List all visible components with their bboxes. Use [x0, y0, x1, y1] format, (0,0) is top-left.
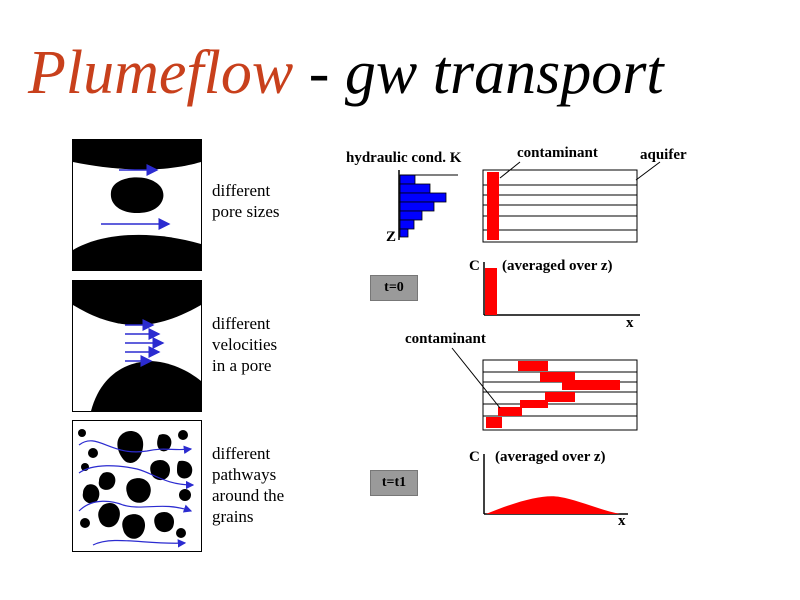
c-axis-label-t0: C — [469, 258, 480, 274]
upper-grain — [73, 281, 201, 325]
pathways-caption: different pathways around the grains — [212, 443, 284, 527]
velocities-illustration — [73, 281, 201, 411]
pore-sizes-caption: different pore sizes — [212, 180, 280, 222]
title-plumeflow: Plumeflow — [28, 39, 294, 107]
pathway-line — [92, 539, 187, 548]
pore-sizes-illustration — [73, 140, 201, 270]
velocities-caption: different velocities in a pore — [212, 313, 277, 376]
c-axis-label-t1: C — [469, 449, 480, 465]
x-axis-label-t0: x — [626, 315, 634, 331]
hydraulic-cond-label: hydraulic cond. K — [346, 150, 462, 166]
grains — [78, 429, 193, 539]
bottom-grain — [73, 234, 201, 270]
caption-line: pathways — [212, 465, 277, 484]
caption-line: pore sizes — [212, 202, 280, 221]
middle-grain — [110, 177, 164, 214]
velocities-panel — [72, 280, 202, 412]
pathways-panel — [72, 420, 202, 552]
title-rest: gw transport — [344, 39, 664, 107]
avg-label-t1: (averaged over z) — [495, 449, 606, 465]
time-box-t1: t=t1 — [370, 470, 418, 496]
aquifer-t1 — [451, 347, 638, 431]
slide-title: Plumeflow - gw transport — [28, 42, 664, 104]
pathway-line — [78, 500, 193, 513]
caption-line: different — [212, 314, 271, 333]
conductivity-profile — [398, 170, 458, 240]
top-grain — [73, 140, 201, 170]
contaminant-label-mid: contaminant — [405, 331, 486, 347]
aquifer-t0 — [482, 161, 661, 243]
caption-line: different — [212, 444, 271, 463]
time-box-t0: t=0 — [370, 275, 418, 301]
caption-line: in a pore — [212, 356, 272, 375]
lower-grain — [91, 361, 201, 411]
pathway-line — [78, 465, 195, 490]
pathways-illustration — [78, 429, 195, 548]
pore-sizes-panel — [72, 139, 202, 271]
title-separator: - — [293, 39, 345, 107]
pathway-line — [78, 440, 193, 454]
caption-line: different — [212, 181, 271, 200]
caption-line: around the — [212, 486, 285, 505]
z-axis-label: Z — [386, 229, 397, 245]
caption-line: grains — [212, 507, 254, 526]
aquifer-label: aquifer — [640, 147, 687, 163]
contaminant-label-top: contaminant — [517, 145, 598, 161]
avg-label-t0: (averaged over z) — [502, 258, 613, 274]
caption-line: velocities — [212, 335, 278, 354]
x-axis-label-t1: x — [618, 513, 626, 529]
